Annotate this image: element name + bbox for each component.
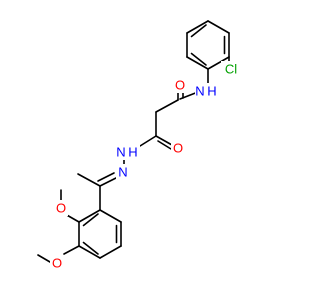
double-bond-inner — [82, 213, 99, 227]
bond-carbonyl2-o-double — [157, 140, 172, 150]
atom-text: O — [52, 256, 62, 271]
atom-label-methoxy-o-upper: O — [54, 200, 68, 216]
bond — [99, 209, 122, 223]
atom-label-hydrazide-o: O — [171, 140, 185, 156]
dimethoxyphenyl-ring — [78, 209, 122, 259]
bond — [207, 56, 230, 70]
bond — [78, 209, 101, 223]
double-bond-inner — [190, 52, 207, 66]
chlorophenyl-ring — [186, 20, 230, 70]
atom-text: O — [56, 201, 66, 216]
bond-n-c — [99, 177, 117, 187]
double-bond-inner — [82, 241, 99, 255]
bond-n-c-double — [97, 172, 115, 182]
bond — [78, 245, 101, 259]
atom-label-methoxy-o-lower: O — [50, 255, 64, 271]
atom-label-amide-n: N H — [195, 83, 217, 99]
atom-label-imine-n: N — [116, 164, 130, 180]
molecule-structure: N H Cl O O N H N O O — [37, 20, 241, 271]
bond-chain — [155, 135, 173, 146]
molecule-diagram: N H Cl O O N H N O O — [37, 20, 241, 271]
atom-label-hydrazide-nh: N H — [114, 144, 140, 160]
bond-ring-o — [63, 245, 80, 255]
atom-text: Cl — [225, 62, 237, 77]
bond-o-methyl — [37, 254, 51, 263]
atom-label-amide-o: O — [173, 77, 187, 93]
bond-methyl — [77, 173, 101, 187]
atom-text: N H — [195, 84, 216, 99]
bond-carbonyl2-n — [139, 135, 157, 147]
double-bond-inner — [190, 24, 207, 38]
bond — [207, 20, 230, 34]
atom-text: N H — [116, 145, 137, 160]
atom-text: N — [118, 165, 127, 180]
bond-chain — [155, 99, 179, 113]
atom-text: O — [175, 78, 185, 93]
bond — [186, 56, 209, 70]
bond — [186, 20, 209, 34]
bond — [99, 245, 122, 259]
atom-label-cl: Cl — [221, 61, 241, 77]
atom-text: O — [173, 141, 183, 156]
